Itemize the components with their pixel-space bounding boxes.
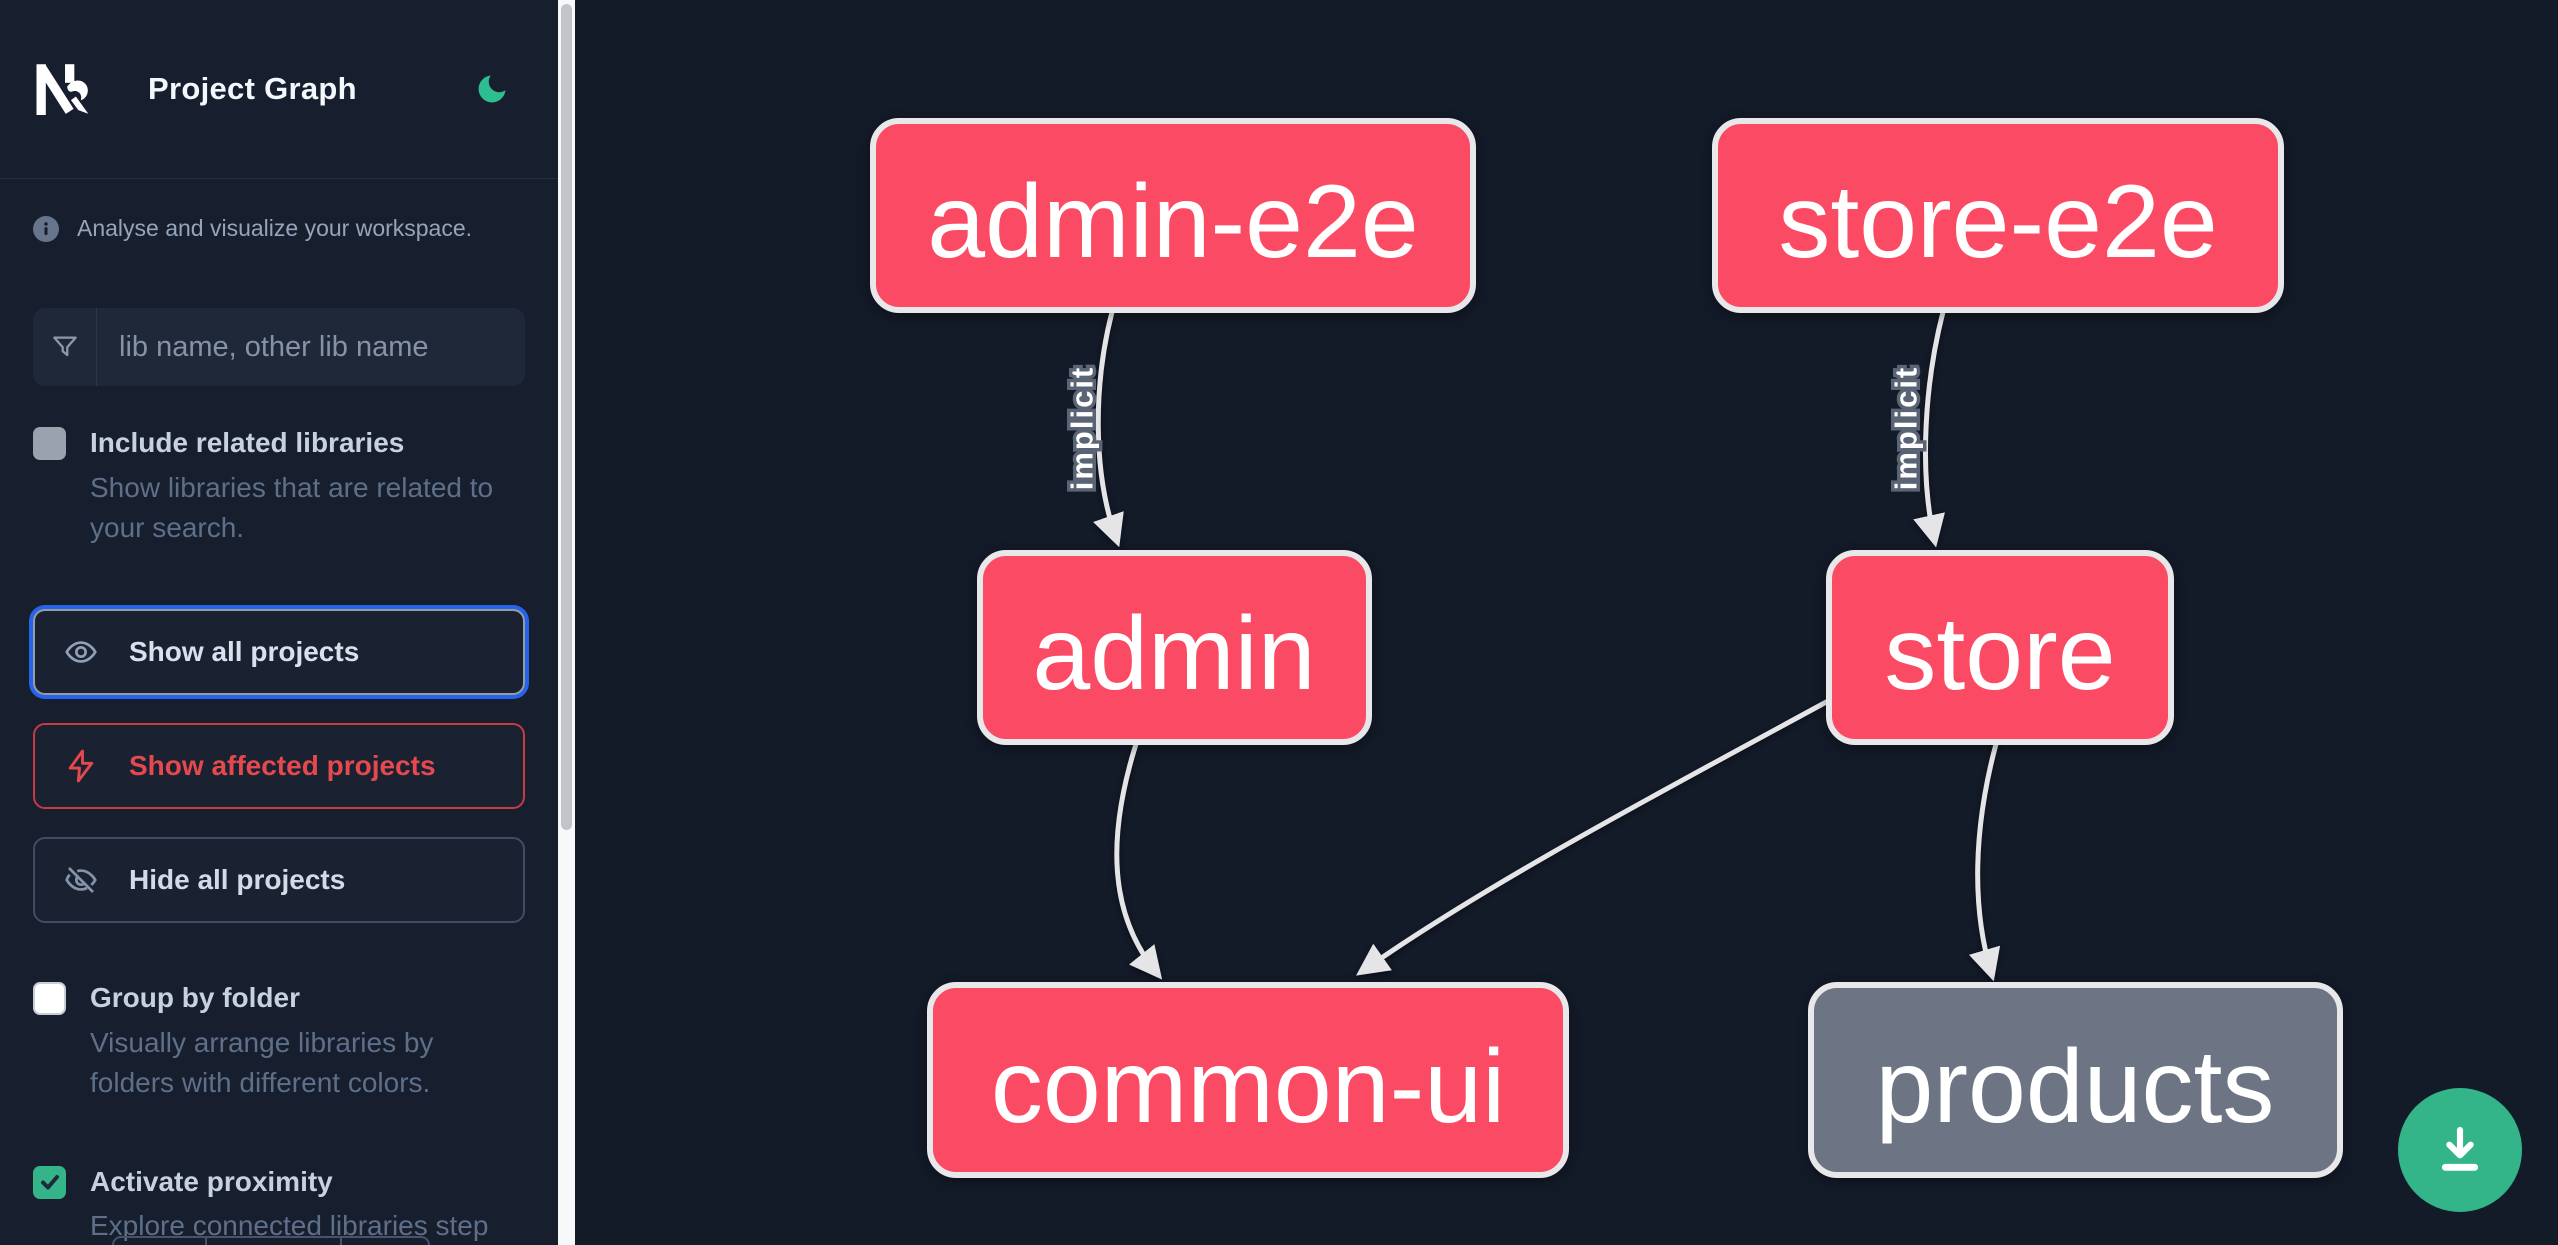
download-icon <box>2441 1126 2479 1171</box>
stepper-increment[interactable] <box>342 1238 428 1245</box>
hide-all-projects-label: Hide all projects <box>129 864 346 896</box>
group-by-folder-description: Visually arrange libraries by folders wi… <box>90 1027 434 1098</box>
activate-proximity-label: Activate proximity <box>90 1165 333 1197</box>
sidebar-header: Project Graph <box>0 0 558 179</box>
edge-admin-common-ui[interactable] <box>1114 743 1163 980</box>
eye-icon <box>65 641 97 664</box>
nx-logo-icon <box>36 64 89 116</box>
include-related-label: Include related libraries <box>90 427 405 458</box>
edge-store-products[interactable] <box>1968 743 2001 982</box>
node-label: common-ui <box>991 1029 1505 1145</box>
sidebar-scrollbar-track[interactable] <box>558 0 575 1245</box>
edge-admin-e2e-admin[interactable] <box>1093 311 1124 548</box>
group-by-folder-toggle[interactable]: Group by folder Visually arrange librari… <box>33 979 525 1102</box>
edge-label-implicit: implicit <box>1065 366 1100 491</box>
checkbox-group-by-folder[interactable] <box>33 982 66 1016</box>
node-label: products <box>1876 1029 2275 1145</box>
include-related-description: Show libraries that are related to your … <box>90 471 494 543</box>
node-label: admin-e2e <box>927 164 1418 280</box>
show-all-projects-label: Show all projects <box>129 636 360 668</box>
hide-all-projects-button[interactable]: Hide all projects <box>33 837 525 924</box>
stepper-value <box>207 1238 342 1245</box>
checkbox-include-related[interactable] <box>33 427 66 460</box>
activate-proximity-toggle[interactable]: Activate proximity Explore connected lib… <box>33 1163 525 1245</box>
info-text: Analyse and visualize your workspace. <box>77 215 473 241</box>
workspace-info: Analyse and visualize your workspace. <box>33 215 525 242</box>
node-label: admin <box>1032 596 1315 712</box>
theme-toggle-moon-icon[interactable] <box>474 71 510 107</box>
page-title: Project Graph <box>148 71 357 106</box>
download-graph-button[interactable] <box>2398 1088 2522 1212</box>
edge-store-common-ui[interactable] <box>1356 697 1832 976</box>
filter-icon <box>33 308 97 386</box>
check-icon <box>40 1175 59 1190</box>
search-input[interactable] <box>97 308 525 386</box>
eye-off-icon <box>65 867 97 894</box>
stepper-decrement[interactable] <box>114 1238 207 1245</box>
node-label: store <box>1884 596 2115 712</box>
sidebar: Project Graph Analyse and visualize your… <box>0 0 558 1245</box>
checkbox-activate-proximity[interactable] <box>33 1165 66 1199</box>
graph-node-store-e2e[interactable]: store-e2e <box>1712 118 2284 313</box>
edge-label-implicit: implicit <box>1889 366 1924 491</box>
info-icon <box>33 215 59 242</box>
show-affected-projects-button[interactable]: Show affected projects <box>33 723 525 810</box>
search-box <box>33 308 525 386</box>
graph-node-store[interactable]: store <box>1826 550 2174 745</box>
include-related-toggle[interactable]: Include related libraries Show libraries… <box>33 424 525 547</box>
show-all-projects-button[interactable]: Show all projects <box>33 609 525 696</box>
edge-store-e2e-store[interactable] <box>1913 311 1946 548</box>
graph-node-admin-e2e[interactable]: admin-e2e <box>870 118 1476 313</box>
bolt-icon <box>68 749 94 783</box>
graph-node-common-ui[interactable]: common-ui <box>927 982 1569 1178</box>
show-affected-projects-label: Show affected projects <box>129 750 436 782</box>
group-by-folder-label: Group by folder <box>90 982 300 1014</box>
sidebar-scrollbar-thumb[interactable] <box>561 4 572 830</box>
graph-node-admin[interactable]: admin <box>977 550 1372 745</box>
node-label: store-e2e <box>1778 164 2217 280</box>
graph-node-products[interactable]: products <box>1808 982 2343 1178</box>
proximity-stepper-partial[interactable] <box>112 1236 430 1245</box>
